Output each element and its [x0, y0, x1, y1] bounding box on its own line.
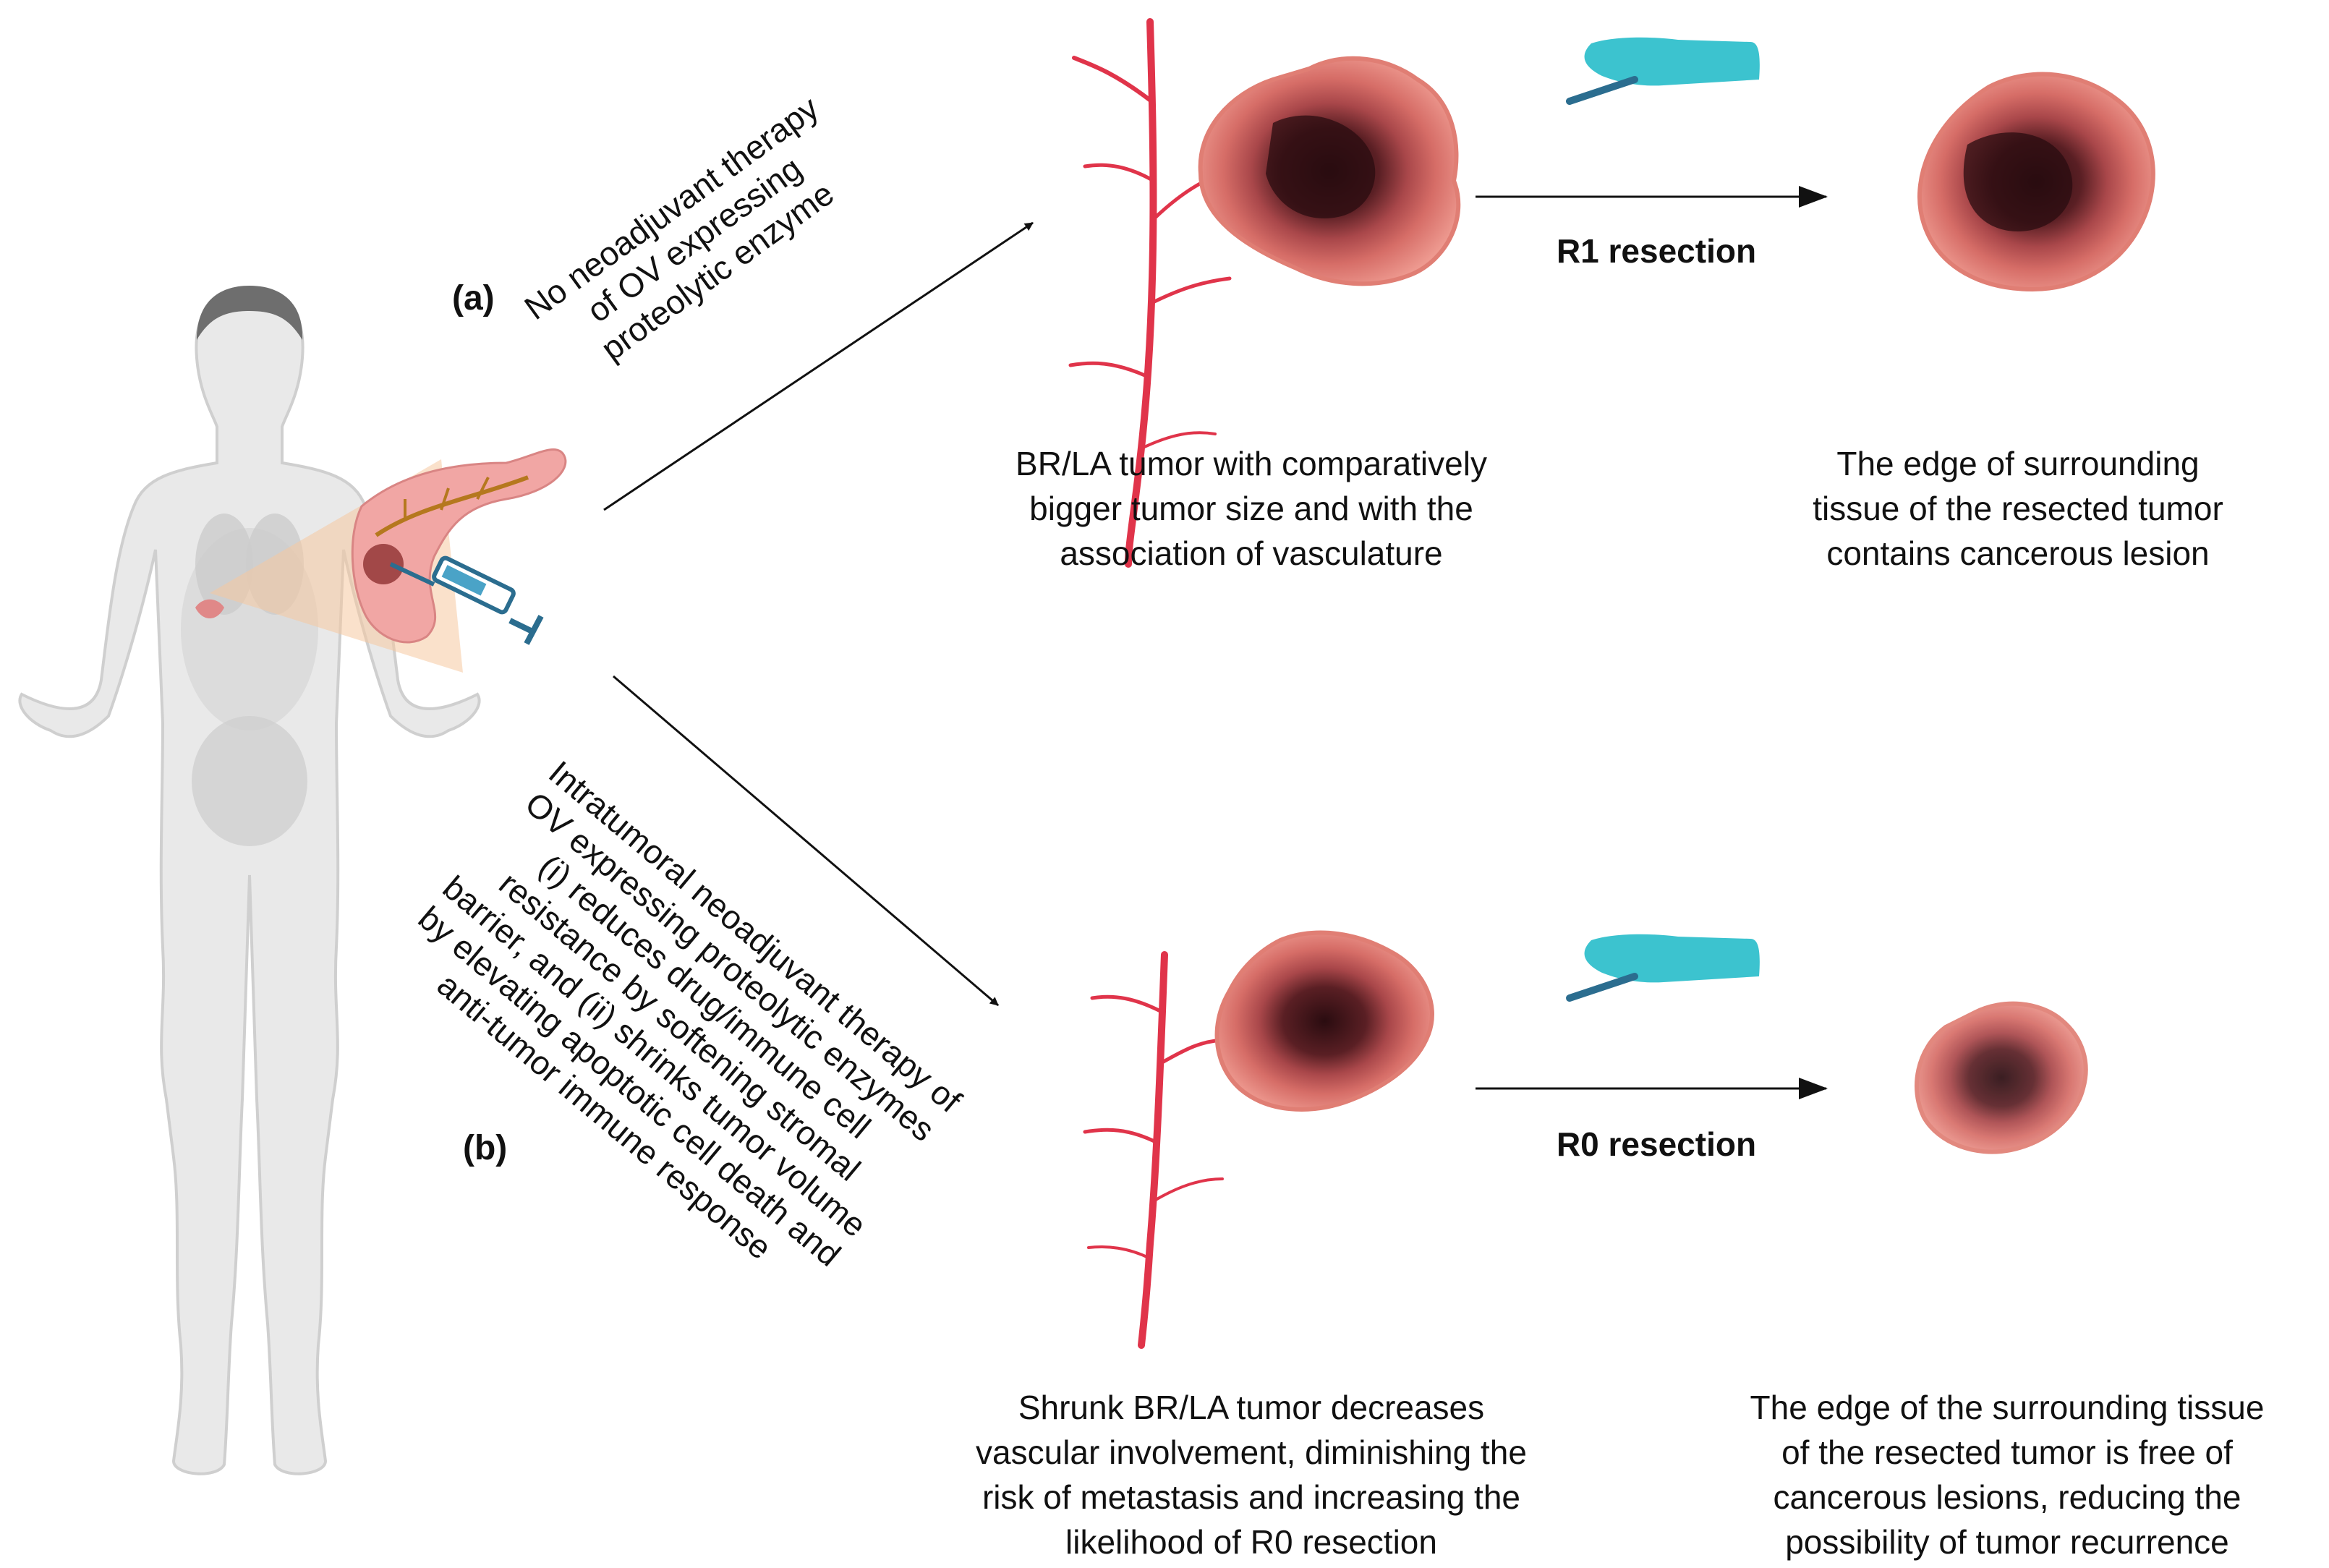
result-a-caption: The edge of surrounding tissue of the re… — [1813, 445, 2223, 572]
arrow-icon — [613, 675, 999, 1007]
tumor-icon — [1214, 930, 1434, 1112]
syringe-icon — [389, 555, 544, 645]
result-b-caption: The edge of the surrounding tissue of th… — [1750, 1389, 2265, 1561]
panel-b-label: (b) — [463, 1129, 508, 1167]
blood-vessel-icon — [1068, 18, 1232, 568]
r1-resection-label: R1 resection — [1556, 232, 1757, 270]
r0-resection-label: R0 resection — [1556, 1125, 1757, 1163]
tumor-b-caption: Shrunk BR/LA tumor decreases vascular in… — [976, 1389, 1527, 1561]
panel-a-label: (a) — [452, 279, 495, 318]
arrow-icon — [603, 221, 1034, 511]
tumor-icon — [1915, 1001, 2088, 1154]
tumor-a-caption: BR/LA tumor with comparatively bigger tu… — [1016, 445, 1487, 572]
tumor-icon — [1917, 72, 2155, 292]
scalpel-hand-icon — [1566, 37, 1760, 105]
pancreas-icon — [195, 448, 567, 673]
blood-vessel-icon — [1083, 951, 1225, 1349]
tumor-icon — [1198, 56, 1461, 286]
scalpel-hand-icon — [1566, 934, 1760, 1002]
